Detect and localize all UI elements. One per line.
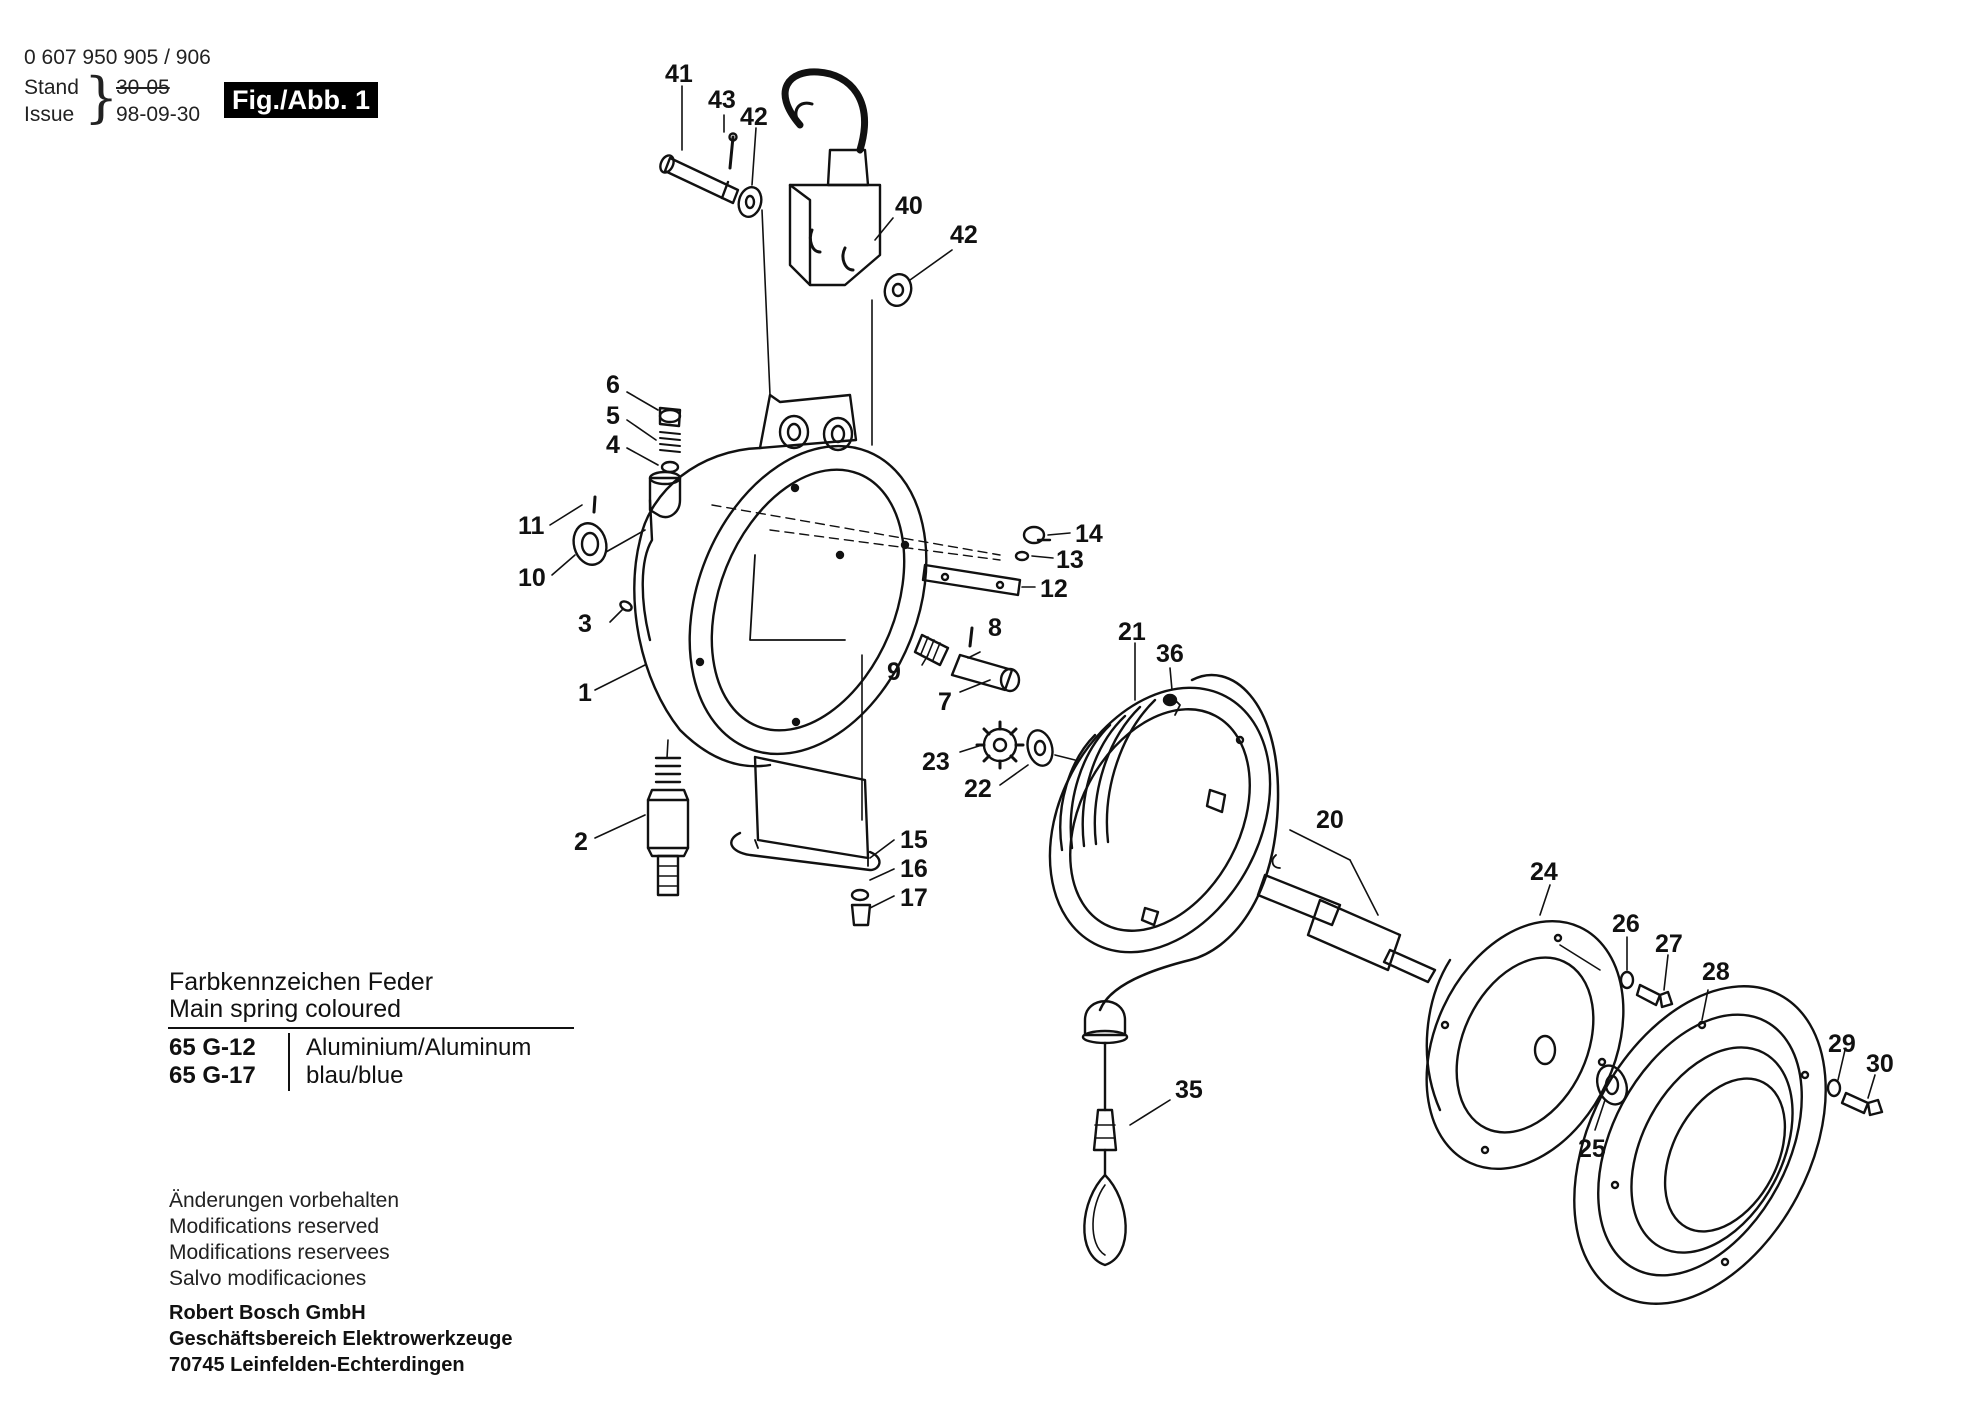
- clip-part: [921, 525, 1052, 597]
- arbor-shaft-part: [1256, 829, 1437, 984]
- shaft-part: [913, 626, 1021, 693]
- callout-43: 43: [708, 86, 736, 114]
- cover-plate-part: [1425, 919, 1625, 1171]
- split-pin-part: [728, 132, 738, 170]
- callout-2: 2: [574, 828, 588, 856]
- spring-code-2: 65 G-17: [169, 1062, 256, 1089]
- brace-icon: }: [84, 66, 119, 129]
- company-name: Robert Bosch GmbH: [169, 1302, 366, 1324]
- callout-20: 20: [1316, 806, 1344, 834]
- cover-screw-part: [1619, 970, 1674, 1009]
- note-en: Modifications reserved: [169, 1215, 380, 1238]
- spring-table-title-de: Farbkennzeichen Feder: [169, 968, 434, 996]
- callout-5: 5: [606, 402, 620, 430]
- screw-stack-part: [658, 406, 682, 474]
- callout-21: 21: [1118, 618, 1146, 646]
- callout-27: 27: [1655, 930, 1683, 958]
- callout-13: 13: [1056, 546, 1084, 574]
- stand-value: 30-05: [116, 76, 170, 99]
- callout-28: 28: [1702, 958, 1730, 986]
- cable-ball-part: [1081, 1000, 1129, 1267]
- callout-30: 30: [1866, 1050, 1894, 1078]
- cap-screw-part: [1826, 1078, 1884, 1117]
- note-fr: Modifications reservees: [169, 1241, 390, 1264]
- callout-36: 36: [1156, 640, 1184, 668]
- callout-17: 17: [900, 884, 928, 912]
- company-division: Geschäftsbereich Elektrowerkzeuge: [169, 1328, 513, 1350]
- washer-part: [737, 186, 913, 308]
- cord-part: [1098, 673, 1280, 1012]
- pin-part: [659, 154, 740, 205]
- callout-7: 7: [938, 688, 952, 716]
- callout-42-right: 42: [950, 221, 978, 249]
- pin-small-part: [619, 600, 633, 612]
- stud-part: [646, 739, 690, 897]
- company-address: 70745 Leinfelden-Echterdingen: [169, 1354, 465, 1376]
- callout-1: 1: [578, 679, 592, 707]
- issue-date: 98-09-30: [116, 103, 201, 126]
- callout-16: 16: [900, 855, 928, 883]
- callout-8: 8: [988, 614, 1002, 642]
- callout-4: 4: [606, 431, 620, 459]
- spring-table-title-en: Main spring coloured: [169, 995, 402, 1023]
- callout-6: 6: [606, 371, 620, 399]
- figure-label: Fig./Abb. 1: [224, 82, 378, 118]
- callout-26: 26: [1612, 910, 1640, 938]
- callout-3: 3: [578, 610, 592, 638]
- spring-table-separator: [288, 1033, 290, 1091]
- callout-22: 22: [964, 775, 992, 803]
- callout-15: 15: [900, 826, 928, 854]
- issue-label: Issue: [24, 103, 75, 126]
- callout-9: 9: [887, 658, 901, 686]
- note-es: Salvo modificaciones: [169, 1267, 367, 1290]
- spring-table-rule: [168, 1027, 574, 1029]
- callout-25: 25: [1578, 1135, 1606, 1163]
- callout-14: 14: [1075, 520, 1103, 548]
- spring-drum-part: [1048, 686, 1272, 954]
- side-boss-part: [572, 495, 646, 566]
- spring-desc-2: blau/blue: [306, 1062, 404, 1089]
- callout-12: 12: [1040, 575, 1068, 603]
- spring-code-1: 65 G-12: [169, 1034, 256, 1061]
- callout-29: 29: [1828, 1030, 1856, 1058]
- stand-label: Stand: [24, 76, 79, 99]
- callout-23: 23: [922, 748, 950, 776]
- pinion-gear-part: [975, 720, 1076, 770]
- callout-35: 35: [1175, 1076, 1203, 1104]
- hook-bracket-part: [781, 68, 882, 287]
- callout-42-top: 42: [740, 103, 768, 131]
- callout-11: 11: [518, 512, 545, 540]
- outer-cap-part: [1573, 985, 1827, 1305]
- callout-24: 24: [1530, 858, 1558, 886]
- housing-part: [633, 393, 1001, 768]
- callout-10: 10: [518, 564, 546, 592]
- part-numbers: 0 607 950 905 / 906: [24, 46, 211, 69]
- callout-41: 41: [665, 60, 693, 88]
- spring-desc-1: Aluminium/Aluminum: [306, 1034, 532, 1061]
- callout-40: 40: [895, 192, 923, 220]
- note-de: Änderungen vorbehalten: [169, 1189, 400, 1212]
- nameplate-part: [730, 654, 881, 927]
